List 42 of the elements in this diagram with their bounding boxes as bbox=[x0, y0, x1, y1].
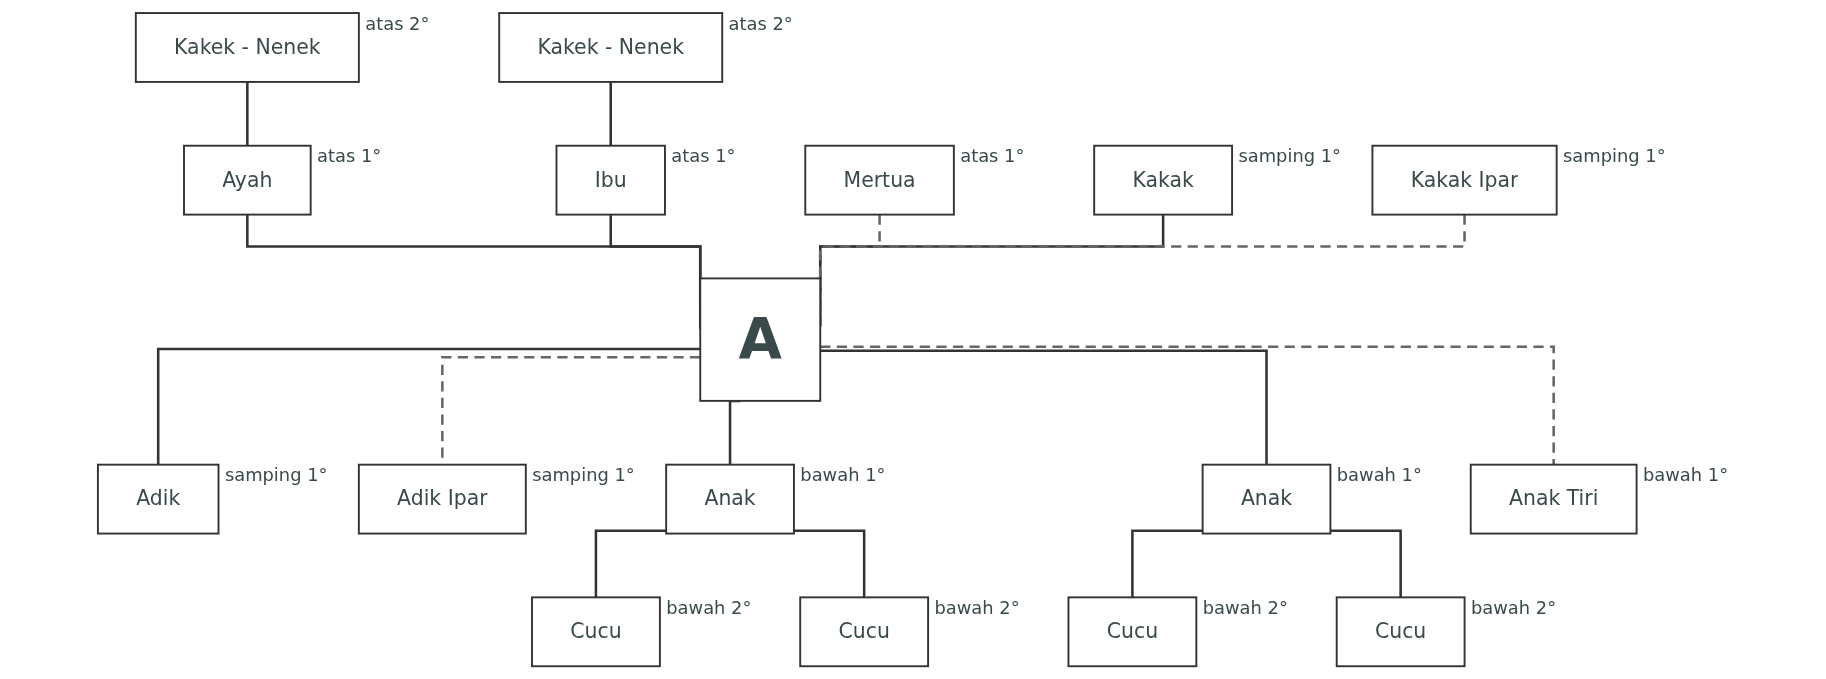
connector bbox=[820, 345, 1555, 465]
node-box: Cucu bbox=[799, 596, 930, 668]
connector bbox=[1131, 529, 1203, 598]
degree-label: atas 1° bbox=[317, 145, 382, 167]
degree-label: atas 2° bbox=[365, 12, 430, 34]
node-box: Adik bbox=[96, 463, 220, 535]
degree-label: bawah 2° bbox=[1202, 596, 1288, 618]
degree-label: bawah 2° bbox=[666, 596, 752, 618]
degree-label: bawah 2° bbox=[934, 596, 1020, 618]
connector bbox=[820, 349, 1268, 465]
degree-label: atas 1° bbox=[960, 145, 1025, 167]
degree-label: atas 1° bbox=[671, 145, 736, 167]
node-box: Anak bbox=[1201, 463, 1332, 535]
node-box: Anak Tiri bbox=[1469, 463, 1638, 535]
node-box: Cucu bbox=[531, 596, 661, 668]
connector bbox=[609, 80, 612, 146]
degree-label: samping 1° bbox=[224, 464, 328, 486]
node-box: Mertua bbox=[804, 144, 955, 216]
node-box: Kakek - Nenek bbox=[134, 12, 360, 83]
degree-label: samping 1° bbox=[532, 464, 635, 486]
degree-label: samping 1° bbox=[1563, 145, 1666, 167]
node-box: Cucu bbox=[1335, 596, 1466, 668]
degree-label: bawah 1° bbox=[1336, 464, 1422, 486]
connector bbox=[156, 347, 701, 465]
degree-label: samping 1° bbox=[1238, 145, 1342, 167]
node-box: Kakak Ipar bbox=[1371, 144, 1558, 216]
node-box: Anak bbox=[665, 463, 795, 535]
connector bbox=[594, 529, 667, 598]
node-box: Kakek - Nenek bbox=[498, 12, 724, 83]
node-box: Ayah bbox=[183, 144, 312, 216]
degree-label: bawah 1° bbox=[800, 464, 886, 486]
degree-label: bawah 2° bbox=[1470, 596, 1557, 618]
node-box: Adik Ipar bbox=[357, 463, 527, 535]
connector bbox=[1330, 529, 1402, 598]
node-box: A bbox=[699, 277, 822, 402]
degree-label: atas 2° bbox=[728, 12, 793, 34]
connector bbox=[246, 80, 249, 146]
node-box: Cucu bbox=[1067, 596, 1198, 668]
node-box: Ibu bbox=[555, 144, 666, 216]
connector bbox=[793, 529, 866, 598]
node-box: Kakak bbox=[1093, 144, 1234, 216]
degree-label: bawah 1° bbox=[1642, 464, 1729, 486]
